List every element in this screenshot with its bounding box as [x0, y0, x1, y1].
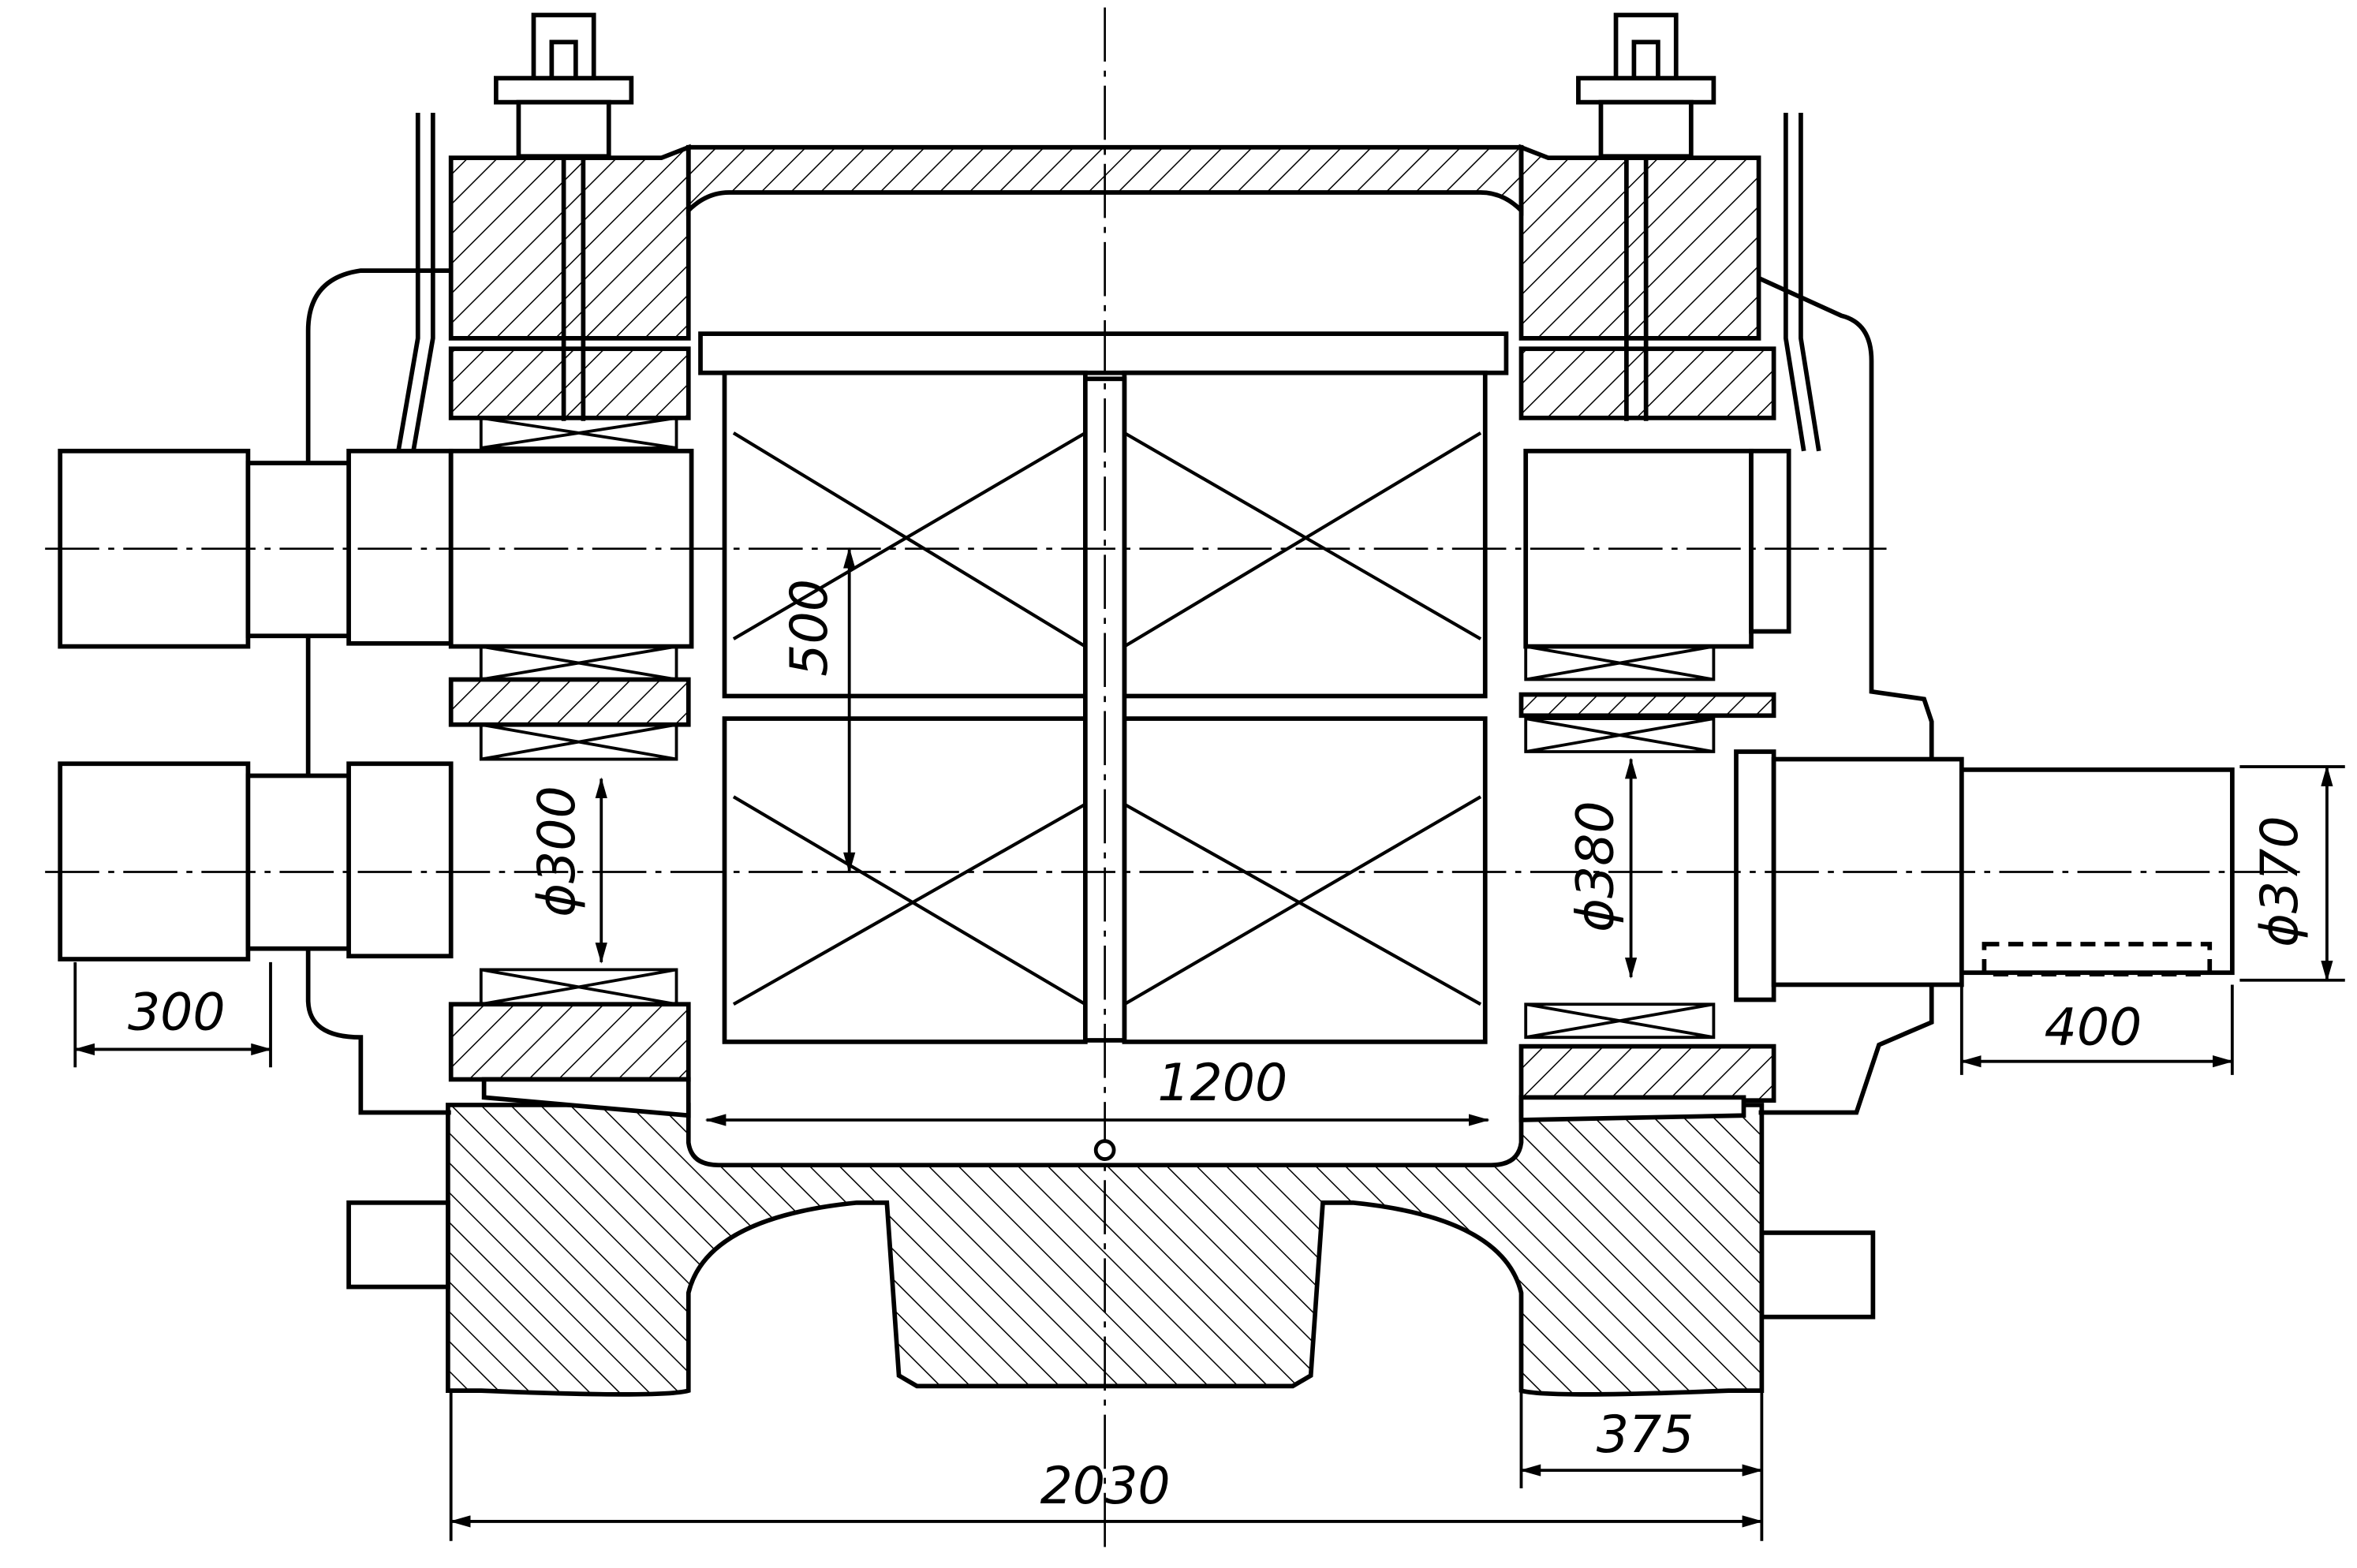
dim-phi300: ϕ300: [528, 786, 587, 917]
dim-500: 500: [780, 579, 839, 677]
guide-rods: [396, 112, 1821, 452]
dim-300: 300: [128, 984, 226, 1043]
dim-400: 400: [2045, 999, 2142, 1058]
dimension-labels: 300 500 ϕ300 1200 ϕ380 ϕ370 400 375 2030: [128, 579, 2310, 1516]
bearings: [479, 416, 1716, 1040]
dim-2030: 2030: [1040, 1457, 1171, 1516]
left-side-casing: [305, 268, 451, 1115]
right-upper-housing: [1518, 144, 1761, 341]
top-plate: [698, 331, 1509, 375]
dim-phi370: ϕ370: [2251, 816, 2310, 946]
left-upper-housing: [448, 144, 691, 341]
left-lug: [346, 1200, 450, 1290]
right-wedge: [1518, 1095, 1746, 1122]
center-lines: [45, 7, 2300, 1556]
drain-hole: [1093, 1139, 1116, 1161]
lower-roll: [722, 716, 1488, 1044]
upper-roll: [722, 370, 1488, 699]
left-middle-plate: [448, 677, 691, 727]
left-upper-chock: [448, 346, 691, 420]
right-lower-chock: [1518, 1043, 1776, 1103]
left-wedge: [481, 1077, 691, 1118]
dim-375: 375: [1597, 1406, 1694, 1465]
top-bolts: [493, 13, 1716, 421]
dimension-lines: [73, 547, 2345, 1541]
right-side-casing: [1757, 276, 1934, 1115]
right-lug: [1759, 1230, 1876, 1320]
dim-phi380: ϕ380: [1567, 801, 1626, 931]
dim-1200: 1200: [1157, 1054, 1287, 1113]
right-middle-plate: [1518, 692, 1776, 719]
left-lower-chock: [448, 1002, 691, 1082]
base-frame: [446, 1103, 1765, 1397]
